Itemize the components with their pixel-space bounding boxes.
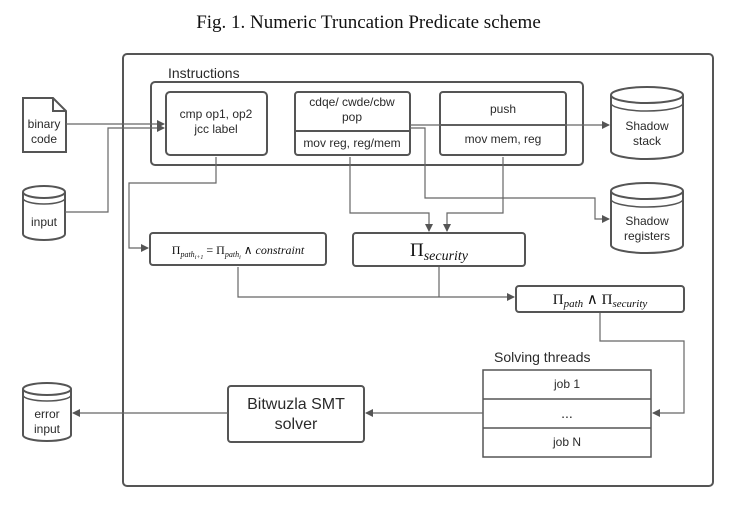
input-cylinder-icon: [22, 185, 66, 241]
instructions-title: Instructions: [168, 65, 240, 81]
document-fold: [52, 98, 66, 112]
binary-code-line2: code: [31, 132, 57, 146]
push-box: [439, 91, 567, 156]
job-item-n: job N: [552, 435, 581, 449]
mov-mem-label: mov mem, reg: [465, 132, 542, 146]
figure-caption: Fig. 1. Numeric Truncation Predicate sch…: [196, 12, 541, 33]
solving-threads-title: Solving threads: [494, 349, 591, 365]
shadow-registers-cylinder-icon: [610, 182, 684, 254]
cmp-jcc-line2: jcc label: [193, 122, 237, 136]
cmp-jcc-box: [165, 91, 268, 156]
combined-formula: Πpath ∧ Πsecurity: [553, 292, 648, 310]
mov-reg-label: mov reg, reg/mem: [303, 136, 400, 150]
shadow-stack-cylinder-icon: [610, 86, 684, 160]
job-item-1: job 1: [553, 377, 580, 391]
arrow-path-to-combined: [237, 267, 515, 301]
error-input-cylinder-icon: [22, 382, 72, 442]
path-update-formula: Πpathi+1 = Πpathi ∧ constraint: [172, 243, 305, 261]
error-input-line1: error: [34, 407, 59, 421]
arrow-push-to-security: [443, 157, 504, 232]
job-item-ellipsis: ...: [561, 405, 573, 421]
cdqe-line2: pop: [342, 110, 362, 124]
cmp-jcc-line1: cmp op1, op2: [180, 107, 253, 121]
shadow-registers-line2: registers: [624, 229, 670, 243]
arrow-cmp-to-path: [128, 157, 217, 252]
push-label: push: [490, 102, 516, 116]
solver-line2: solver: [275, 416, 318, 433]
shadow-stack-line2: stack: [633, 134, 662, 148]
solving-threads-stack: [482, 369, 652, 458]
input-label: input: [31, 215, 58, 229]
cdqe-line1: cdqe/ cwde/cbw: [309, 95, 395, 109]
path-update-box: [149, 232, 327, 266]
security-formula: Πsecurity: [410, 240, 469, 264]
bitwuzla-solver-box: [227, 385, 365, 443]
error-input-line2: input: [34, 422, 61, 436]
arrow-combined-to-threads: [599, 313, 685, 417]
shadow-registers-line1: Shadow: [625, 214, 669, 228]
arrow-to-shadow-registers: [410, 127, 610, 223]
arrow-cdqe-to-security: [349, 157, 433, 232]
shadow-stack-line1: Shadow: [625, 119, 669, 133]
binary-code-line1: binary: [28, 117, 61, 131]
arrow-input-to-cmp: [65, 124, 165, 213]
security-box: [352, 232, 526, 267]
outer-frame: [122, 53, 714, 487]
combined-box: [515, 285, 685, 313]
solver-line1: Bitwuzla SMT: [247, 396, 345, 413]
cdqe-pop-box: [294, 91, 411, 156]
